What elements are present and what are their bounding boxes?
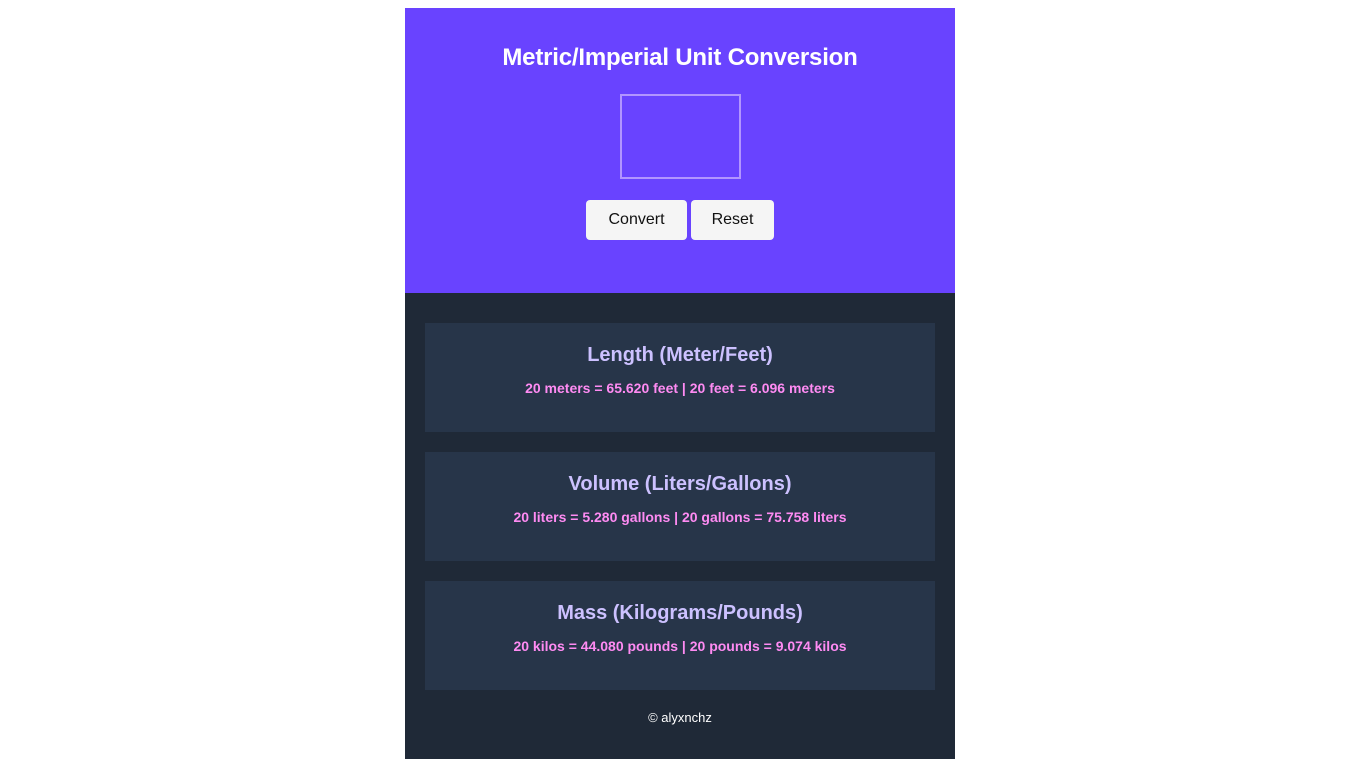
converter-app: Metric/Imperial Unit Conversion Convert …	[405, 8, 955, 759]
volume-card: Volume (Liters/Gallons) 20 liters = 5.28…	[425, 452, 935, 561]
mass-card: Mass (Kilograms/Pounds) 20 kilos = 44.08…	[425, 581, 935, 690]
results-section: Length (Meter/Feet) 20 meters = 65.620 f…	[405, 293, 955, 726]
length-card-title: Length (Meter/Feet)	[587, 344, 773, 366]
volume-card-result: 20 liters = 5.280 gallons | 20 gallons =…	[513, 509, 847, 525]
length-card: Length (Meter/Feet) 20 meters = 65.620 f…	[425, 323, 935, 432]
number-input[interactable]	[619, 94, 741, 179]
page-title: Metric/Imperial Unit Conversion	[502, 44, 858, 71]
mass-card-title: Mass (Kilograms/Pounds)	[557, 602, 803, 624]
header-section: Metric/Imperial Unit Conversion Convert …	[405, 8, 955, 293]
volume-card-title: Volume (Liters/Gallons)	[568, 473, 792, 495]
convert-button[interactable]: Convert	[586, 200, 687, 240]
button-row: Convert Reset	[586, 200, 774, 240]
reset-button[interactable]: Reset	[691, 200, 774, 240]
length-card-result: 20 meters = 65.620 feet | 20 feet = 6.09…	[525, 380, 835, 396]
footer-credit: © alyxnchz	[648, 710, 712, 725]
mass-card-result: 20 kilos = 44.080 pounds | 20 pounds = 9…	[513, 638, 847, 654]
